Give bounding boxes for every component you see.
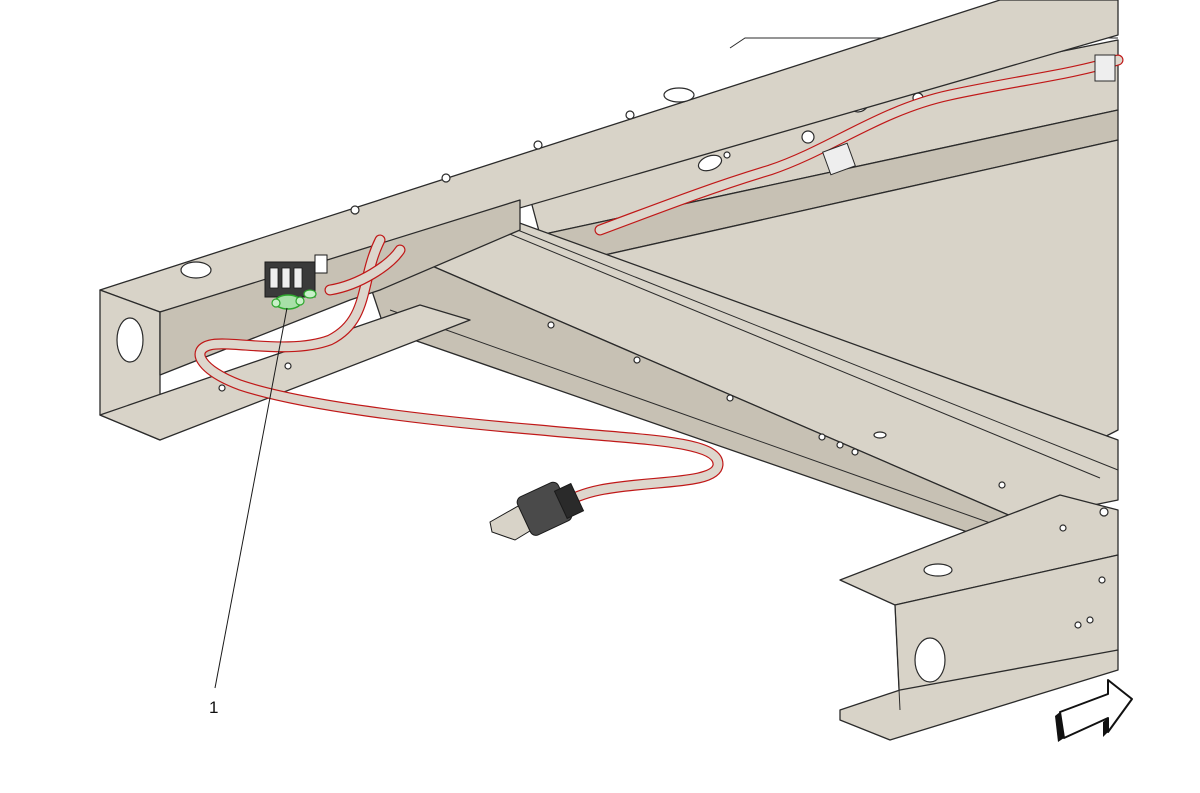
- harness-clip: [822, 142, 856, 176]
- rear-cross-rail: [839, 494, 1119, 741]
- ground-terminal: [271, 289, 317, 310]
- harness-clip: [1094, 54, 1116, 82]
- cross-member: [369, 204, 1119, 546]
- front-direction-arrow-icon: [1055, 679, 1133, 742]
- wiring-harness-main: [194, 234, 724, 511]
- wiring-harness-upper: [594, 54, 1124, 236]
- callout-leader-line: [214, 307, 288, 689]
- callout-number-1: 1: [209, 698, 218, 717]
- harness-connector: [489, 481, 585, 541]
